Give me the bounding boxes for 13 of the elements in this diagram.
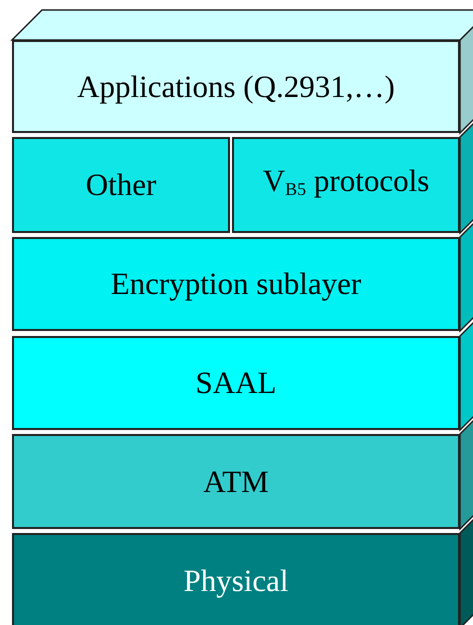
layer-label: V$_{B5}$ protocols bbox=[262, 164, 430, 201]
layer-box bbox=[12, 336, 460, 430]
layer-label: Encryption sublayer bbox=[110, 267, 362, 301]
layer-box bbox=[12, 237, 460, 331]
layer-label: Other bbox=[86, 168, 156, 202]
layer-label: SAAL bbox=[196, 366, 276, 400]
layer-label: Applications (Q.2931,…) bbox=[77, 70, 395, 104]
layer-label: Physical bbox=[183, 564, 289, 598]
layer-box bbox=[232, 137, 460, 233]
layer-label: ATM bbox=[203, 464, 269, 498]
layer-box bbox=[12, 533, 460, 625]
layer-box bbox=[12, 137, 230, 233]
layer-box bbox=[12, 434, 460, 529]
